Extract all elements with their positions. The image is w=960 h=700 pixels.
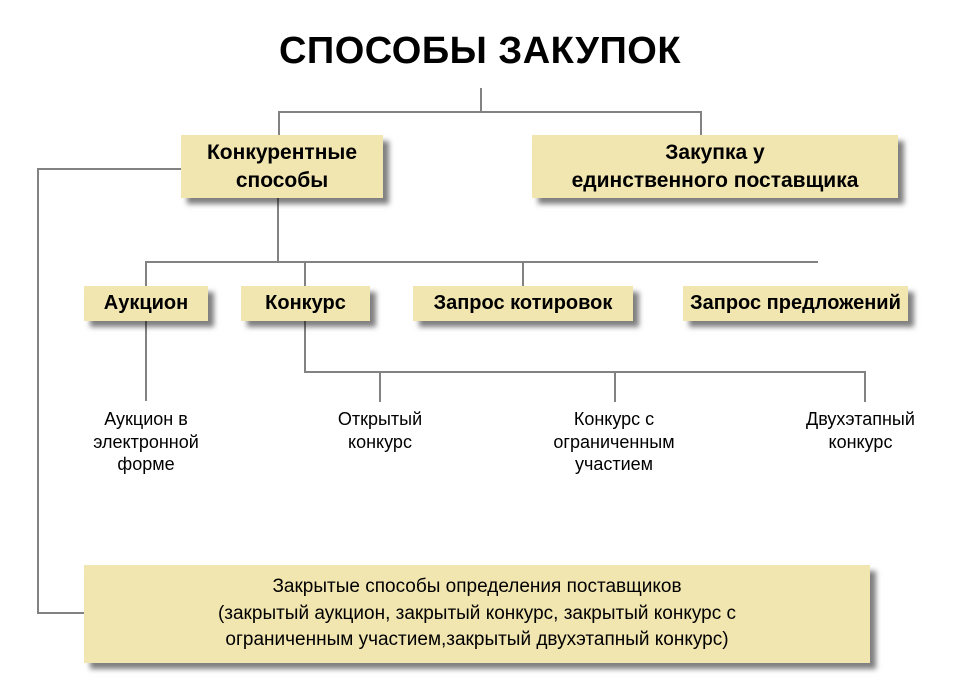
connector-line [304, 371, 866, 373]
connector-line [379, 371, 381, 402]
connector-line [277, 198, 279, 262]
connector-line [614, 371, 616, 402]
leaf-open-tender: Открытый конкурс [337, 409, 423, 452]
connector-line [304, 261, 306, 286]
leaf-limited-participation-tender: Конкурс с ограниченным участием [553, 409, 675, 474]
connector-line [145, 261, 818, 263]
connector-line [278, 111, 280, 136]
node-single-supplier-purchase: Закупка у единственного поставщика [532, 135, 898, 198]
connector-line [480, 88, 482, 112]
connector-line [37, 168, 181, 170]
connector-line [304, 321, 306, 373]
leaf-electronic-auction: Аукцион в электронной форме [93, 409, 199, 474]
connector-line [864, 371, 866, 402]
connector-line [522, 261, 524, 286]
connector-line [145, 261, 147, 286]
connector-line [278, 111, 702, 113]
node-competitive-methods: Конкурентные способы [181, 135, 383, 198]
connector-line [700, 111, 702, 136]
diagram-title: СПОСОБЫ ЗАКУПОК [278, 30, 682, 72]
node-auction: Аукцион [84, 286, 208, 321]
node-quotation-request: Запрос котировок [413, 286, 633, 321]
connector-line [145, 321, 147, 401]
leaf-two-stage-tender: Двухэтапный конкурс [806, 409, 915, 452]
node-proposal-request: Запрос предложений [683, 286, 908, 321]
connector-line [37, 612, 85, 614]
node-tender: Конкурс [241, 286, 370, 321]
connector-line [37, 168, 39, 614]
node-closed-methods: Закрытые способы определения поставщиков… [84, 565, 870, 663]
